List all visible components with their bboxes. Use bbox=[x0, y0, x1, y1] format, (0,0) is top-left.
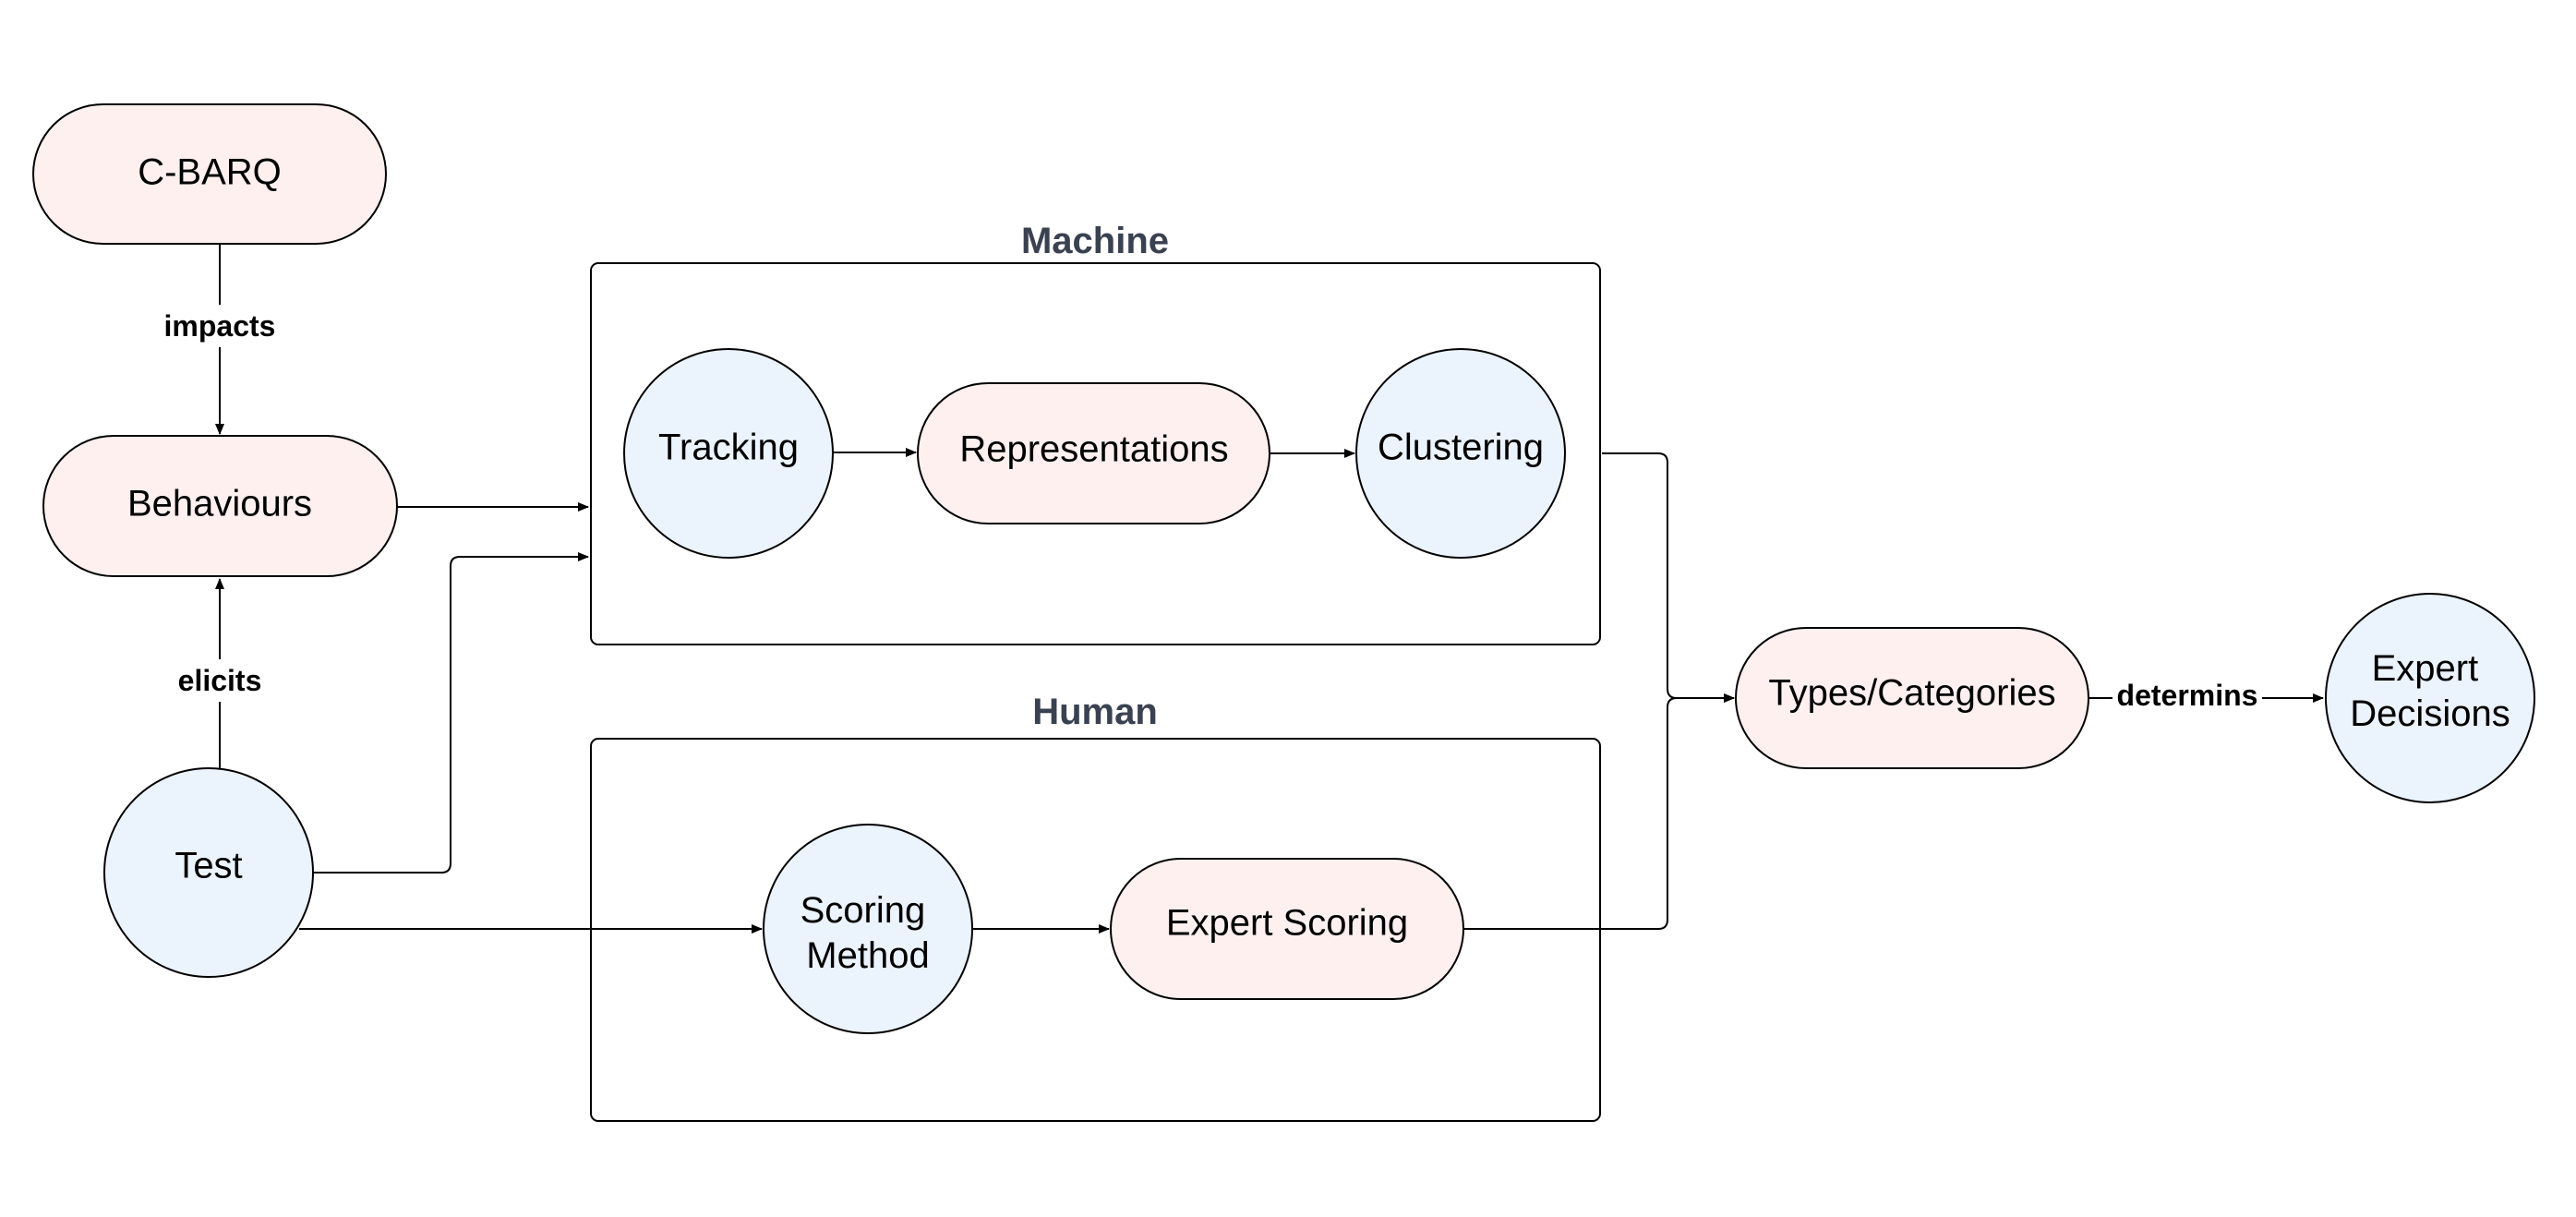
node-scoring-method-label-line1: Scoring bbox=[800, 890, 926, 931]
edge-label-determins: determins bbox=[2113, 678, 2262, 718]
edge-machine-types-categories bbox=[1602, 452, 1735, 703]
edge-expert-scoring-types-categories bbox=[1463, 693, 1735, 930]
node-test-shape bbox=[103, 767, 314, 978]
node-clustering-shape bbox=[1355, 348, 1566, 559]
node-behaviours-shape bbox=[42, 435, 398, 577]
edge-label-determins-bg bbox=[2113, 678, 2262, 718]
node-behaviours[interactable]: Behaviours bbox=[42, 435, 398, 577]
node-scoring-method[interactable]: Scoring Method bbox=[763, 824, 973, 1034]
node-test-label: Test bbox=[175, 846, 242, 886]
node-expert-decisions-label-line1: Expert bbox=[2372, 648, 2479, 689]
node-expert-decisions-label: Expert Decisions bbox=[2350, 648, 2510, 734]
node-types-categories-shape bbox=[1735, 627, 2089, 769]
edge-test-machine bbox=[312, 552, 589, 874]
node-representations-label: Representations bbox=[959, 429, 1228, 470]
node-behaviours-label: Behaviours bbox=[127, 484, 312, 524]
node-expert-decisions-shape bbox=[2325, 593, 2535, 803]
node-cbarq-label: C-BARQ bbox=[138, 152, 282, 193]
edge-label-elicits-text: elicits bbox=[178, 664, 262, 697]
node-tracking-shape bbox=[623, 348, 834, 559]
node-scoring-method-label: Scoring Method bbox=[800, 890, 936, 976]
edge-label-impacts: impacts bbox=[155, 305, 284, 347]
node-clustering[interactable]: Clustering bbox=[1355, 348, 1566, 559]
node-types-categories-label: Types/Categories bbox=[1768, 673, 2055, 714]
edge-label-impacts-bg bbox=[155, 305, 284, 347]
node-tracking[interactable]: Tracking bbox=[623, 348, 834, 559]
node-cbarq-shape bbox=[32, 103, 387, 245]
node-expert-scoring-label: Expert Scoring bbox=[1166, 903, 1408, 944]
node-representations[interactable]: Representations bbox=[917, 382, 1270, 524]
edge-label-elicits-bg bbox=[168, 659, 271, 702]
edges bbox=[215, 244, 2324, 934]
node-expert-scoring[interactable]: Expert Scoring bbox=[1110, 858, 1464, 1000]
node-representations-shape bbox=[917, 382, 1270, 524]
human-group-title: Human bbox=[1032, 692, 1158, 732]
node-types-categories[interactable]: Types/Categories bbox=[1735, 627, 2089, 769]
edge-label-determins-text: determins bbox=[2117, 679, 2258, 712]
machine-group-box bbox=[590, 262, 1601, 645]
machine-group: Machine bbox=[590, 221, 1601, 645]
node-expert-scoring-shape bbox=[1110, 858, 1464, 1000]
edge-label-impacts-text: impacts bbox=[164, 309, 276, 343]
node-clustering-label: Clustering bbox=[1378, 428, 1544, 468]
machine-group-title: Machine bbox=[1021, 221, 1169, 261]
node-scoring-method-shape bbox=[763, 824, 973, 1034]
node-cbarq[interactable]: C-BARQ bbox=[32, 103, 387, 245]
node-test[interactable]: Test bbox=[103, 767, 314, 978]
node-scoring-method-label-line2: Method bbox=[806, 935, 929, 976]
node-expert-decisions-label-line2: Decisions bbox=[2350, 693, 2510, 734]
node-expert-decisions[interactable]: Expert Decisions bbox=[2325, 593, 2535, 803]
node-tracking-label: Tracking bbox=[658, 428, 799, 468]
edge-label-elicits: elicits bbox=[168, 659, 271, 702]
